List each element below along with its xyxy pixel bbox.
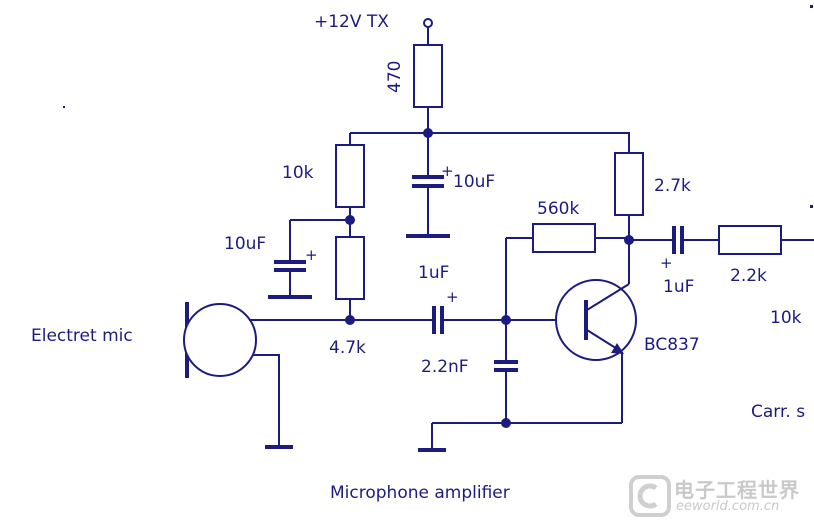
supply-label: +12V TX bbox=[314, 12, 389, 32]
microphone-label: Electret mic bbox=[31, 326, 133, 346]
resistor-2k2-label: 2.2k bbox=[730, 266, 767, 286]
junction-mic bbox=[345, 315, 355, 325]
wire-mic-gnd bbox=[253, 354, 280, 445]
resistor-4k7-label: 4.7k bbox=[329, 338, 366, 358]
transistor-label: BC837 bbox=[644, 335, 700, 355]
supply-terminal bbox=[423, 18, 433, 28]
watermark-cn-text: 电子工程世界 bbox=[674, 478, 800, 502]
cap-input-plus: + bbox=[446, 288, 459, 306]
cap-output-label: 1uF bbox=[663, 277, 695, 297]
diagram-caption: Microphone amplifier bbox=[330, 483, 510, 503]
resistor-2k2 bbox=[718, 225, 782, 255]
resistor-470 bbox=[413, 44, 443, 108]
resistor-10k-label: 10k bbox=[282, 163, 314, 183]
cap-main-plus: + bbox=[441, 162, 454, 180]
resistor-4k7 bbox=[335, 236, 365, 300]
cap-decouple-bias-label: 10uF bbox=[224, 234, 267, 254]
cap-base-label: 2.2nF bbox=[421, 357, 469, 377]
transistor-body bbox=[555, 279, 637, 361]
transistor-collector-leg bbox=[586, 283, 630, 311]
cap-input-label: 1uF bbox=[418, 263, 450, 283]
stray-mark-1 bbox=[63, 106, 65, 108]
carrier-partial-label: Carr. s bbox=[751, 402, 806, 422]
stray-mark-2 bbox=[810, 5, 813, 8]
mic-body bbox=[183, 303, 257, 377]
resistor-560k bbox=[532, 223, 596, 253]
cap-bias-plus: + bbox=[305, 246, 318, 264]
resistor-2k7-label: 2.7k bbox=[654, 176, 691, 196]
cap-output-plus: + bbox=[660, 254, 673, 272]
resistor-560k-label: 560k bbox=[537, 199, 580, 219]
resistor-10k bbox=[335, 144, 365, 208]
watermark: 电子工程世界 eeworld.com.cn bbox=[628, 472, 812, 520]
transistor-emitter-arrow bbox=[611, 343, 624, 354]
resistor-2k7 bbox=[614, 152, 644, 216]
cap-decouple-main-label: 10uF bbox=[453, 172, 496, 192]
resistor-470-label: 470 bbox=[385, 60, 405, 93]
stray-mark-3 bbox=[810, 205, 813, 208]
watermark-logo-icon bbox=[629, 475, 671, 517]
watermark-en-text: eeworld.com.cn bbox=[676, 499, 780, 514]
resistor-10k-partial-label: 10k bbox=[770, 308, 802, 328]
